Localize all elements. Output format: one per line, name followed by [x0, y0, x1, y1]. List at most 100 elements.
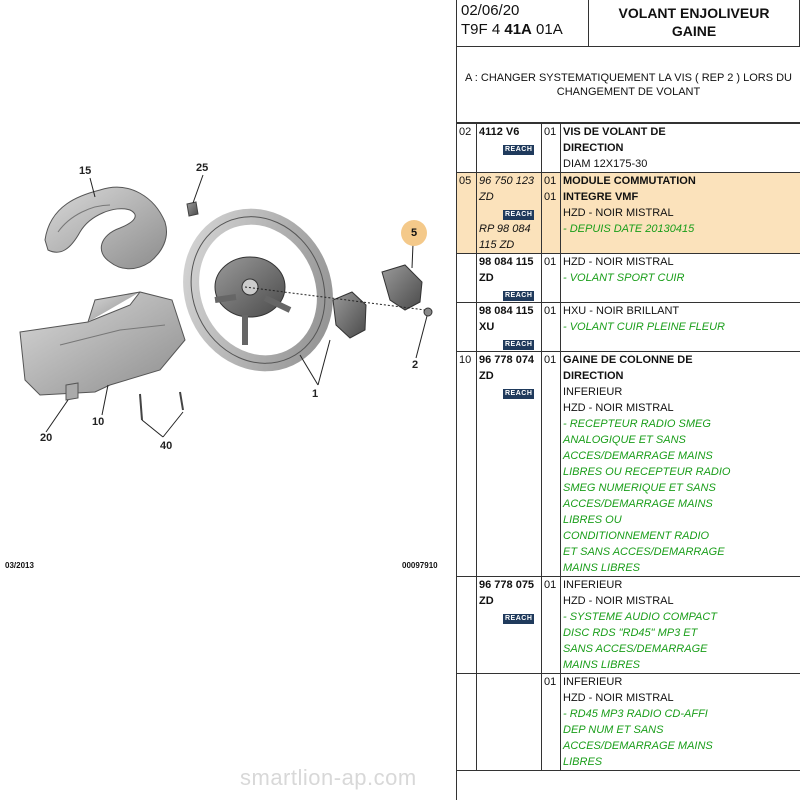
fitment-condition: - VOLANT CUIR PLEINE FLEUR	[563, 321, 725, 333]
row-ref	[457, 302, 477, 352]
quantity-cell: 01	[541, 123, 561, 173]
quantity-cell: 01	[541, 576, 561, 674]
sheet-header: 02/06/20 T9F 4 41A 01A VOLANT ENJOLIVEUR…	[457, 0, 800, 47]
quantity: 01	[544, 126, 557, 138]
diagram-date: 03/2013	[5, 561, 34, 570]
table-row: 96 778 075 ZD REACH 01 INFERIEUR HZD - NOIR …	[457, 576, 800, 674]
reach-badge: REACH	[503, 389, 535, 399]
part-description: HZD - NOIR MISTRAL	[563, 692, 674, 704]
part-number[interactable]: RP 98 084 115 ZD	[479, 223, 531, 251]
part-number[interactable]: 96 750 123 ZD	[479, 175, 535, 203]
part-title: DIRECTION	[563, 370, 624, 382]
part-number[interactable]: 98 084 115 ZD	[479, 256, 534, 284]
fitment-condition: DISC RDS "RD45" MP3 ET	[563, 627, 698, 639]
clip-part	[186, 201, 199, 217]
fitment-condition: SANS ACCES/DEMARRAGE	[563, 643, 708, 655]
fitment-condition: MAINS LIBRES	[563, 562, 641, 574]
fitment-condition: DEP NUM ET SANS	[563, 724, 664, 736]
reach-badge: REACH	[503, 614, 535, 624]
description-cell: INFERIEUR HZD - NOIR MISTRAL - RD45 MP3 RA…	[560, 673, 800, 771]
part-number-cell: 98 084 115 XU REACH	[476, 302, 542, 352]
fitment-condition: ACCES/DEMARRAGE MAINS	[563, 740, 713, 752]
parts-illustration	[19, 174, 433, 438]
quantity: 01	[544, 256, 557, 268]
part-number[interactable]: 98 084 115 XU	[479, 305, 534, 333]
part-description: HZD - NOIR MISTRAL	[563, 256, 674, 268]
code-suffix: 01A	[531, 21, 563, 38]
fitment-condition: - DEPUIS DATE 20130415	[563, 223, 695, 235]
part-description: DIAM 12X175-30	[563, 158, 648, 170]
fitment-condition: ACCES/DEMARRAGE MAINS	[563, 450, 713, 462]
fitment-condition: LIBRES OU	[563, 514, 622, 526]
part-title: INTEGRE VMF	[563, 191, 639, 203]
row-ref: 05	[457, 172, 477, 254]
parts-sheet: 02/06/20 T9F 4 41A 01A VOLANT ENJOLIVEUR…	[456, 0, 800, 800]
part-number-cell: 96 750 123 ZD REACH RP 98 084 115 ZD	[476, 172, 542, 254]
fitment-condition: SMEG NUMERIQUE ET SANS	[563, 482, 716, 494]
reach-badge: REACH	[503, 210, 535, 220]
fitment-condition: ET SANS ACCES/DEMARRAGE	[563, 546, 725, 558]
fitment-condition: - RD45 MP3 RADIO CD-AFFI	[563, 708, 708, 720]
part-description: INFERIEUR	[563, 579, 623, 591]
part-description: INFERIEUR	[563, 676, 623, 688]
part-number-cell: 4112 V6 REACH	[476, 123, 542, 173]
reach-badge: REACH	[503, 340, 535, 350]
row-ref	[457, 253, 477, 303]
quantity: 01	[544, 579, 557, 591]
small-bracket	[65, 382, 79, 401]
description-cell: MODULE COMMUTATION INTEGRE VMF HZD - NOIR …	[560, 172, 800, 254]
fitment-condition: CONDITIONNEMENT RADIO	[563, 530, 710, 542]
callout-40: 40	[160, 440, 173, 452]
callout-1: 1	[312, 388, 319, 400]
part-title: MODULE COMMUTATION	[563, 175, 696, 187]
fitment-condition: - RECEPTEUR RADIO SMEG	[563, 418, 711, 430]
sheet-title: VOLANT ENJOLIVEUR GAINE	[589, 0, 800, 46]
quantity: 01	[544, 175, 557, 187]
part-number-cell: 96 778 074 ZD REACH	[476, 351, 542, 577]
callout-5: 5	[401, 220, 427, 246]
part-number[interactable]: 96 778 075 ZD	[479, 579, 535, 607]
part-description: INFERIEUR	[563, 386, 623, 398]
reach-badge: REACH	[503, 145, 535, 155]
part-description: HZD - NOIR MISTRAL	[563, 595, 674, 607]
callout-2: 2	[412, 359, 419, 371]
screws	[139, 391, 184, 421]
description-cell: HZD - NOIR MISTRAL- VOLANT SPORT CUIR	[560, 253, 800, 303]
callout-20: 20	[40, 432, 53, 444]
quantity-cell: 01	[541, 673, 561, 771]
switch-module	[332, 264, 423, 339]
part-number-cell: 98 084 115 ZD REACH	[476, 253, 542, 303]
table-row: 01 INFERIEUR HZD - NOIR MISTRAL - RD45 MP3 …	[457, 673, 800, 771]
part-number[interactable]: 96 778 074 ZD	[479, 354, 535, 382]
part-description: HXU - NOIR BRILLANT	[563, 305, 680, 317]
row-ref: 02	[457, 123, 477, 173]
part-number-cell	[476, 673, 542, 771]
steering-wheel	[183, 208, 333, 372]
header-date: 02/06/20	[461, 2, 520, 19]
instruction-note: A : CHANGER SYSTEMATIQUEMENT LA VIS ( RE…	[457, 47, 800, 123]
diagram-number: 00097910	[402, 561, 438, 570]
quantity: 01	[544, 676, 557, 688]
leader-lines	[45, 174, 428, 438]
exploded-diagram: 15 25 5 2 1 10 20 40 03/2013 00097910	[5, 162, 438, 570]
fitment-condition: LIBRES OU RECEPTEUR RADIO	[563, 466, 731, 478]
watermark: smartlion-ap.com	[240, 765, 417, 790]
reach-badge: REACH	[503, 291, 535, 301]
quantity-cell: 01	[541, 302, 561, 352]
fitment-condition: - SYSTEME AUDIO COMPACT	[563, 611, 718, 623]
fitment-condition: MAINS LIBRES	[563, 659, 641, 671]
part-number[interactable]: 4112 V6	[479, 126, 520, 138]
quantity-cell: 01	[541, 351, 561, 577]
part-description: HZD - NOIR MISTRAL	[563, 402, 674, 414]
part-description: HZD - NOIR MISTRAL	[563, 207, 674, 219]
description-cell: INFERIEUR HZD - NOIR MISTRAL - SYSTEME AUD…	[560, 576, 800, 674]
quantity-cell: 01	[541, 253, 561, 303]
title-line-1: VOLANT ENJOLIVEUR	[618, 5, 770, 21]
